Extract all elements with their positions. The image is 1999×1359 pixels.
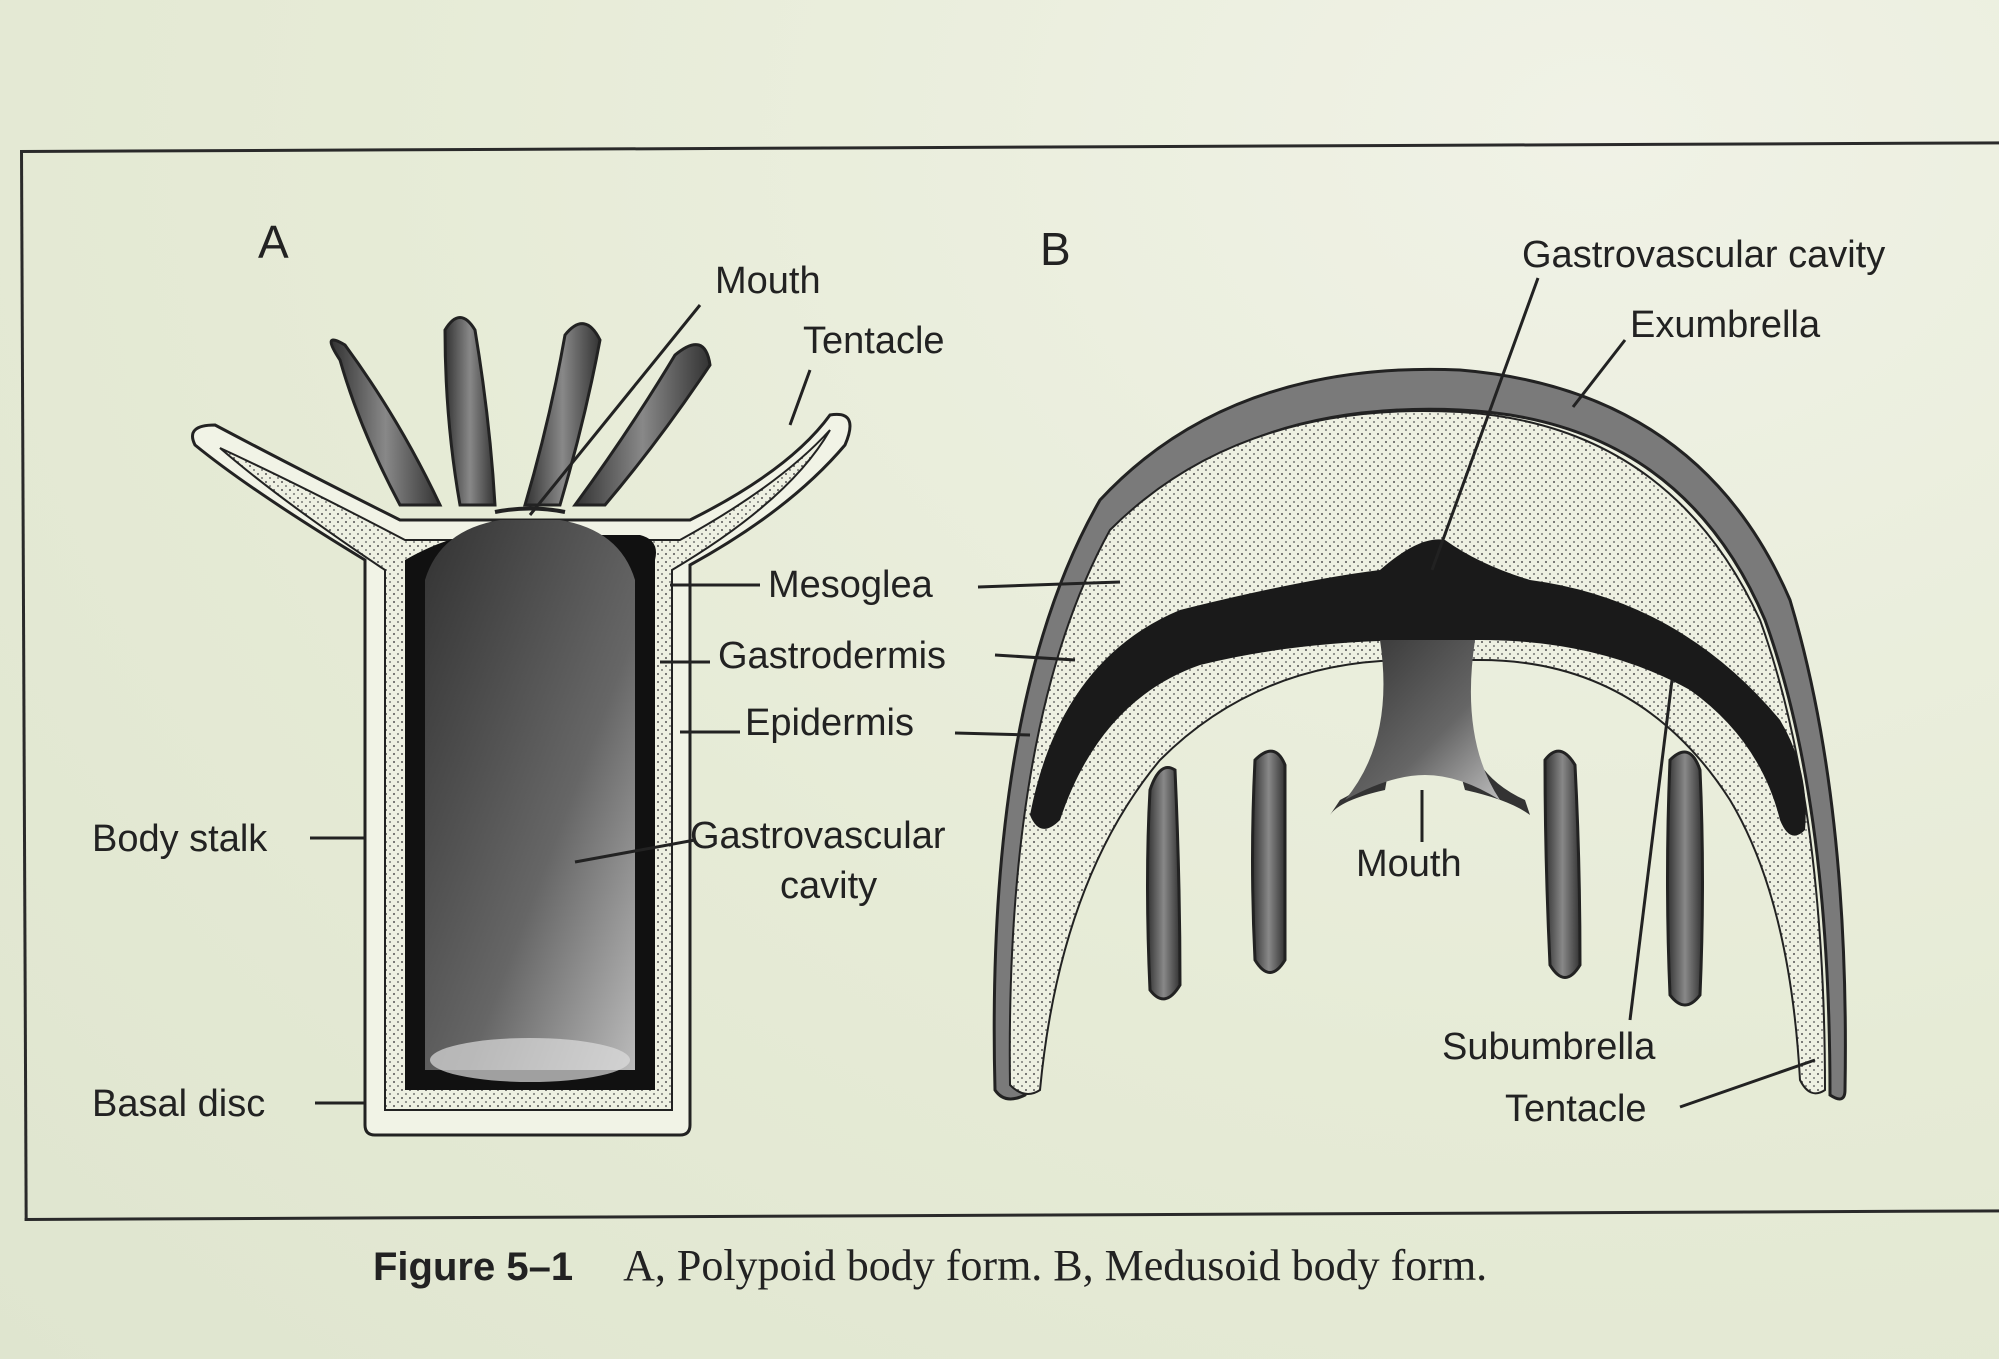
panel-letter-b: B bbox=[1040, 223, 1071, 275]
label-mouth-b: Mouth bbox=[1356, 843, 1462, 885]
polyp-diagram bbox=[191, 316, 852, 1137]
label-tentacle-b: Tentacle bbox=[1505, 1088, 1647, 1130]
figure-caption: Figure 5–1 A, Polypoid body form. B, Medu… bbox=[373, 1240, 1487, 1291]
medusa-diagram bbox=[992, 367, 1847, 1101]
figure-caption-text: A, Polypoid body form. B, Medusoid body … bbox=[623, 1241, 1488, 1290]
label-tentacle-a: Tentacle bbox=[803, 320, 945, 362]
label-gastrodermis: Gastrodermis bbox=[718, 635, 947, 677]
label-gastrovascular-cavity-a-line1: Gastrovascular bbox=[690, 815, 946, 857]
label-basal-disc: Basal disc bbox=[92, 1083, 266, 1125]
polyp-leader-lines bbox=[310, 304, 812, 1105]
label-gastrovascular-cavity-a-line2: cavity bbox=[780, 865, 878, 907]
label-exumbrella: Exumbrella bbox=[1630, 304, 1821, 346]
label-gastrovascular-cavity-b: Gastrovascular cavity bbox=[1522, 234, 1886, 276]
figure-number: Figure 5–1 bbox=[373, 1245, 574, 1289]
label-epidermis: Epidermis bbox=[745, 702, 914, 744]
label-mesoglea: Mesoglea bbox=[768, 564, 933, 606]
panel-letter-a: A bbox=[258, 216, 289, 268]
medusa-leader-lines bbox=[954, 277, 1816, 1109]
label-body-stalk: Body stalk bbox=[92, 818, 268, 860]
label-mouth-a: Mouth bbox=[715, 260, 821, 302]
label-subumbrella: Subumbrella bbox=[1442, 1026, 1656, 1068]
